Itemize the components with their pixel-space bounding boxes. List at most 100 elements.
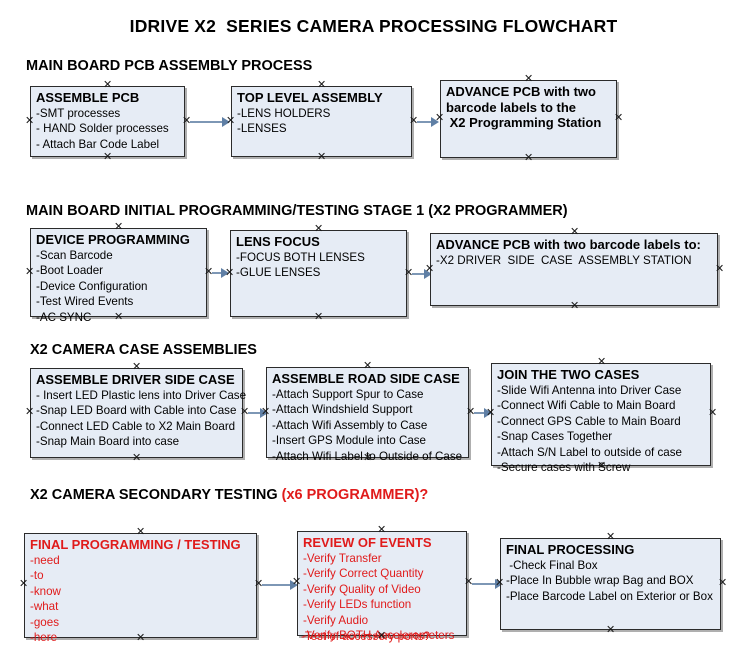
- node-line: -Slide Wifi Antenna into Driver Case: [497, 383, 682, 397]
- arrow-head-icon: [290, 580, 298, 590]
- node-line: -Verify BOTH Accelerometers: [303, 629, 455, 642]
- anchor-handle-icon[interactable]: ✕: [136, 526, 146, 538]
- node-advance-pcb-driver-side-case[interactable]: ADVANCE PCB with two barcode labels to: …: [430, 233, 718, 306]
- anchor-handle-icon[interactable]: ✕: [715, 263, 725, 275]
- anchor-handle-icon[interactable]: ✕: [103, 151, 113, 163]
- anchor-handle-icon[interactable]: ✕: [103, 79, 113, 91]
- anchor-handle-icon[interactable]: ✕: [597, 356, 607, 368]
- node-line: -Attach Windshield Support: [272, 403, 413, 416]
- anchor-handle-icon[interactable]: ✕: [114, 311, 124, 323]
- node-title: ADVANCE PCB with two barcode labels to:: [436, 237, 701, 252]
- anchor-handle-icon[interactable]: ✕: [19, 578, 29, 590]
- node-line: -Verify Quality of Video: [303, 582, 421, 596]
- node-assemble-road-side-case[interactable]: ASSEMBLE ROAD SIDE CASE -Attach Support …: [266, 367, 469, 463]
- anchor-handle-icon[interactable]: ✕: [363, 452, 373, 464]
- anchor-handle-icon[interactable]: ✕: [464, 576, 474, 588]
- node-title: LENS FOCUS: [236, 234, 320, 249]
- anchor-handle-icon[interactable]: ✕: [377, 524, 387, 536]
- node-line: -Attach S/N Label to outside of case: [497, 445, 682, 459]
- node-review-of-events[interactable]: REVIEW OF EVENTS -Verify Transfer -Verif…: [297, 531, 467, 642]
- anchor-handle-icon[interactable]: ✕: [570, 226, 580, 238]
- anchor-handle-icon[interactable]: ✕: [240, 406, 250, 418]
- anchor-handle-icon[interactable]: ✕: [314, 311, 324, 323]
- anchor-handle-icon[interactable]: ✕: [425, 263, 435, 275]
- node-join-the-two-cases[interactable]: JOIN THE TWO CASES -Slide Wifi Antenna i…: [491, 363, 711, 474]
- node-final-programming-testing[interactable]: FINAL PROGRAMMING / TESTING -need -to -k…: [24, 533, 257, 644]
- anchor-handle-icon[interactable]: ✕: [495, 577, 505, 589]
- anchor-handle-icon[interactable]: ✕: [225, 267, 235, 279]
- page-title: IDRIVE X2 SERIES CAMERA PROCESSING FLOWC…: [129, 16, 618, 36]
- anchor-handle-icon[interactable]: ✕: [132, 452, 142, 464]
- node-line: -to: [30, 569, 44, 582]
- node-line: -Scan Barcode: [36, 248, 113, 262]
- node-line: -Check Final Box: [506, 558, 598, 572]
- anchor-handle-icon[interactable]: ✕: [25, 266, 35, 278]
- anchor-handle-icon[interactable]: ✕: [182, 115, 192, 127]
- anchor-handle-icon[interactable]: ✕: [466, 406, 476, 418]
- anchor-handle-icon[interactable]: ✕: [314, 223, 324, 235]
- anchor-handle-icon[interactable]: ✕: [254, 578, 264, 590]
- anchor-handle-icon[interactable]: ✕: [25, 406, 35, 418]
- node-line: -Snap LED Board with Cable into Case: [36, 404, 237, 417]
- anchor-handle-icon[interactable]: ✕: [317, 151, 327, 163]
- anchor-handle-icon[interactable]: ✕: [486, 407, 496, 419]
- anchor-handle-icon[interactable]: ✕: [317, 79, 327, 91]
- anchor-handle-icon[interactable]: ✕: [606, 531, 616, 543]
- node-title-line: barcode labels to the: [446, 99, 577, 115]
- node-title-line: ADVANCE PCB with two: [446, 84, 596, 99]
- node-line: -SMT processes: [36, 106, 121, 120]
- anchor-handle-icon[interactable]: ✕: [524, 73, 534, 85]
- connector-arrow: [472, 583, 498, 585]
- anchor-handle-icon[interactable]: ✕: [524, 152, 534, 164]
- node-line: -Boot Loader: [36, 264, 104, 277]
- anchor-handle-icon[interactable]: ✕: [404, 267, 414, 279]
- anchor-handle-icon[interactable]: ✕: [204, 266, 214, 278]
- node-overflow-line: -Test of accessory ports?: [301, 630, 430, 643]
- anchor-handle-icon[interactable]: ✕: [226, 115, 236, 127]
- node-lens-focus[interactable]: LENS FOCUS -FOCUS BOTH LENSES -GLUE LENS…: [230, 230, 407, 317]
- anchor-handle-icon[interactable]: ✕: [136, 632, 146, 644]
- node-assemble-pcb[interactable]: ASSEMBLE PCB -SMT processes - HAND Solde…: [30, 86, 185, 157]
- section-heading-text: X2 CAMERA SECONDARY TESTING: [30, 487, 282, 503]
- node-title: JOIN THE TWO CASES: [497, 367, 640, 382]
- node-title: FINAL PROCESSING: [506, 542, 635, 557]
- node-title: TOP LEVEL ASSEMBLY: [237, 90, 383, 105]
- connector-arrow: [474, 412, 488, 414]
- anchor-handle-icon[interactable]: ✕: [708, 407, 718, 419]
- anchor-handle-icon[interactable]: ✕: [606, 624, 616, 636]
- anchor-handle-icon[interactable]: ✕: [114, 221, 124, 233]
- anchor-handle-icon[interactable]: ✕: [409, 115, 419, 127]
- anchor-handle-icon[interactable]: ✕: [570, 300, 580, 312]
- anchor-handle-icon[interactable]: ✕: [132, 361, 142, 373]
- node-line: -know: [30, 584, 61, 598]
- node-line: -Connect Wifi Cable to Main Board: [497, 399, 676, 412]
- anchor-handle-icon[interactable]: ✕: [25, 115, 35, 127]
- arrow-head-icon: [484, 408, 492, 418]
- node-final-processing[interactable]: FINAL PROCESSING -Check Final Box -Place…: [500, 538, 721, 630]
- anchor-handle-icon[interactable]: ✕: [363, 360, 373, 372]
- node-advance-pcb-x2-programming-station[interactable]: ADVANCE PCB with two barcode labels to t…: [440, 80, 617, 158]
- node-title: FINAL PROGRAMMING / TESTING: [30, 537, 241, 552]
- arrow-head-icon: [260, 408, 268, 418]
- node-assemble-driver-side-case[interactable]: ASSEMBLE DRIVER SIDE CASE - Insert LED P…: [30, 368, 246, 458]
- connector-arrow: [190, 121, 224, 123]
- node-line: -goes: [30, 615, 60, 629]
- node-title-line: X2 Programming Station: [446, 115, 602, 130]
- node-line: -Verify Transfer: [303, 551, 382, 565]
- connector-arrow: [262, 584, 292, 586]
- node-line: -Secure cases with Screw: [497, 461, 631, 474]
- anchor-handle-icon[interactable]: ✕: [261, 406, 271, 418]
- node-line: -LENSES: [237, 122, 287, 135]
- node-line: -Attach Support Spur to Case: [272, 387, 424, 401]
- node-line: -X2 DRIVER SIDE CASE ASSEMBLY STATION: [436, 253, 692, 267]
- anchor-handle-icon[interactable]: ✕: [614, 112, 624, 124]
- anchor-handle-icon[interactable]: ✕: [718, 577, 728, 589]
- anchor-handle-icon[interactable]: ✕: [597, 460, 607, 472]
- anchor-handle-icon[interactable]: ✕: [292, 576, 302, 588]
- anchor-handle-icon[interactable]: ✕: [435, 112, 445, 124]
- connector-arrow: [417, 121, 433, 123]
- node-top-level-assembly[interactable]: TOP LEVEL ASSEMBLY -LENS HOLDERS -LENSES: [231, 86, 412, 157]
- node-device-programming[interactable]: DEVICE PROGRAMMING -Scan Barcode -Boot L…: [30, 228, 207, 324]
- node-line: -Verify Correct Quantity: [303, 567, 424, 580]
- anchor-handle-icon[interactable]: ✕: [377, 630, 387, 642]
